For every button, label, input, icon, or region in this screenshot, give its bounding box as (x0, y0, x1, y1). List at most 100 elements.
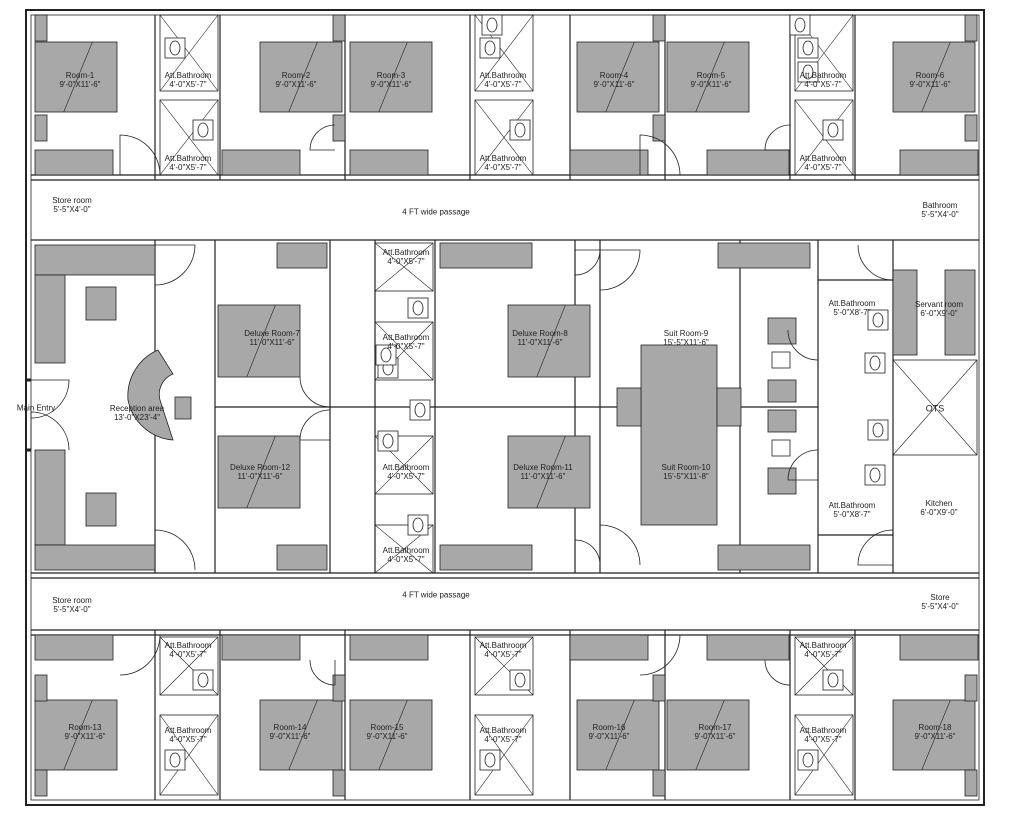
nightstand (332, 769, 346, 797)
door-swing (299, 409, 331, 441)
door-swing (154, 244, 196, 286)
bed-sheet-fold (695, 699, 725, 771)
toilet-bowl (827, 122, 839, 138)
door-swing (764, 124, 791, 151)
toilet-bowl (412, 300, 424, 316)
wardrobe (706, 149, 790, 176)
toilet-bowl (169, 752, 181, 768)
wardrobe (569, 149, 649, 176)
bathroom-cell (159, 14, 219, 92)
bed-sheet-fold (921, 699, 951, 771)
wardrobe (276, 242, 328, 269)
bathroom-fixture (479, 749, 501, 771)
bed (349, 41, 433, 113)
counter (892, 269, 918, 356)
bathroom-cell (374, 524, 434, 574)
suite-bed (640, 344, 718, 526)
bathroom-fixture (797, 749, 819, 771)
bathroom-cell (374, 242, 434, 292)
bed (507, 435, 591, 509)
bed-sheet-fold (378, 41, 408, 113)
nightstand (652, 674, 666, 702)
toilet-bowl (869, 355, 881, 371)
bed-sheet-fold (378, 699, 408, 771)
door-swing (639, 134, 681, 176)
bathroom-fixture (164, 37, 186, 59)
door-swing (764, 659, 791, 686)
passage-label: 4 FT wide passage (402, 590, 470, 600)
wardrobe (349, 634, 429, 661)
toilet-bowl (412, 517, 424, 533)
bed-sheet-fold (63, 41, 93, 113)
bed (217, 435, 301, 509)
sofa-back (34, 244, 156, 276)
bed (666, 699, 750, 771)
chair (174, 396, 192, 420)
door-swing (599, 524, 641, 566)
wardrobe (717, 544, 811, 571)
bed (349, 699, 433, 771)
shower-diagonal (474, 99, 534, 176)
reception-desk (127, 349, 174, 441)
bathroom-fixture (867, 419, 889, 441)
coffee-table (85, 492, 117, 527)
bathroom-fixture (864, 464, 886, 486)
bathroom-cell (159, 636, 219, 696)
shower-diagonal (794, 636, 854, 696)
bathroom-fixture (409, 399, 431, 421)
bathroom-fixture (479, 37, 501, 59)
nightstand (34, 14, 48, 42)
door-swing (309, 124, 336, 151)
toilet-bowl (382, 433, 394, 449)
nightstand (34, 769, 48, 797)
bathroom-cell (474, 714, 534, 796)
shower-diagonal (159, 14, 219, 92)
door-swing (574, 249, 601, 276)
wardrobe (899, 149, 979, 176)
bathroom-fixture (377, 430, 399, 452)
nightstand (332, 674, 346, 702)
fixtures-layer (164, 14, 889, 771)
wardrobe (439, 242, 533, 269)
bathroom-fixture (192, 119, 214, 141)
bed-sheet-fold (536, 435, 566, 509)
bathroom-fixture (407, 297, 429, 319)
bathroom-fixture (407, 514, 429, 536)
bed (892, 41, 976, 113)
toilet-bowl (827, 672, 839, 688)
bathroom-cell (159, 99, 219, 176)
shower-diagonal (374, 435, 434, 495)
bathroom-fixture (481, 14, 503, 36)
sofa-side (34, 274, 66, 364)
wardrobe (717, 242, 811, 269)
sofa-back (34, 544, 156, 571)
door-swing (30, 411, 70, 451)
armchair (767, 467, 797, 495)
bathroom-cell (794, 714, 854, 796)
wardrobe (276, 544, 328, 571)
shower-diagonal (474, 14, 534, 92)
door-swing (857, 529, 894, 566)
bathroom-fixture (164, 749, 186, 771)
bed (34, 699, 118, 771)
bed-sheet-fold (605, 699, 635, 771)
shower-diagonal (474, 636, 534, 696)
nightstand (34, 114, 48, 142)
nightstand (332, 114, 346, 142)
bathroom-fixture (375, 344, 397, 366)
